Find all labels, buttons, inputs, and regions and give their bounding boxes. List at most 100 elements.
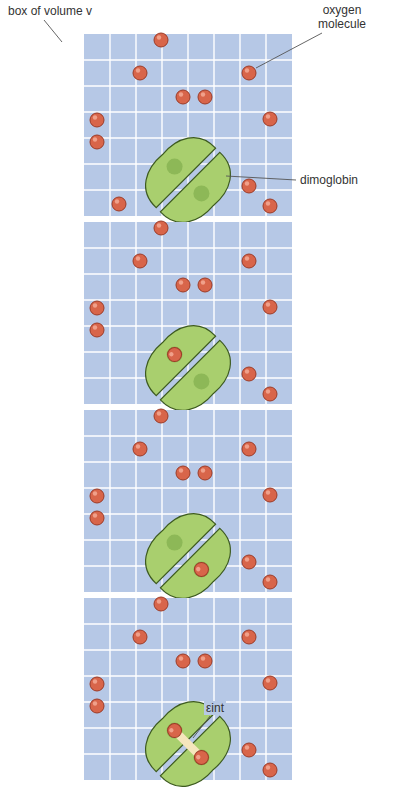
oxygen-molecule bbox=[90, 511, 104, 525]
oxygen-molecule bbox=[112, 197, 126, 211]
grid-line bbox=[135, 222, 136, 404]
grid-line bbox=[84, 435, 292, 436]
molecule-body bbox=[263, 300, 277, 314]
molecule-highlight bbox=[168, 727, 174, 733]
oxygen-molecule bbox=[263, 575, 277, 589]
box-panel bbox=[84, 33, 292, 235]
molecule-body bbox=[90, 323, 104, 337]
dimoglobin bbox=[133, 689, 244, 790]
molecule-body bbox=[242, 179, 256, 193]
dimoglobin bbox=[133, 501, 244, 612]
molecule-body bbox=[198, 466, 212, 480]
molecule-highlight bbox=[93, 513, 97, 517]
molecule-body bbox=[263, 199, 277, 213]
molecule-highlight bbox=[245, 369, 249, 373]
oxygen-molecule bbox=[242, 367, 256, 381]
molecule-highlight bbox=[136, 632, 140, 636]
part-label: oxygen molecule bbox=[302, 3, 382, 31]
oxygen-molecule bbox=[263, 300, 277, 314]
oxygen-molecule bbox=[263, 112, 277, 126]
molecule-highlight bbox=[195, 754, 201, 760]
binding-pocket bbox=[190, 370, 213, 393]
oxygen-molecule bbox=[90, 677, 104, 691]
molecule-highlight bbox=[245, 68, 249, 72]
molecule-body bbox=[198, 90, 212, 104]
molecule-highlight bbox=[245, 444, 249, 448]
box-panel bbox=[84, 409, 292, 611]
dimoglobin bbox=[133, 125, 244, 236]
grid-line bbox=[84, 273, 292, 274]
molecule-body bbox=[263, 676, 277, 690]
dimoglobin-half bbox=[160, 716, 243, 790]
molecule-highlight bbox=[195, 566, 201, 572]
grid-line bbox=[84, 487, 292, 488]
molecule-highlight bbox=[245, 557, 249, 561]
molecule-highlight bbox=[201, 468, 205, 472]
molecule-body bbox=[154, 33, 168, 47]
molecule-body bbox=[242, 442, 256, 456]
molecule-body bbox=[263, 488, 277, 502]
grid-line bbox=[239, 598, 240, 780]
oxygen-molecule bbox=[198, 654, 212, 668]
binding-pocket bbox=[190, 558, 213, 581]
oxygen-molecule bbox=[192, 560, 212, 580]
molecule-highlight bbox=[179, 92, 183, 96]
grid-line bbox=[84, 623, 292, 624]
dimoglobin-half bbox=[133, 313, 216, 396]
molecule-body bbox=[176, 90, 190, 104]
molecule-body bbox=[242, 254, 256, 268]
grid-line bbox=[84, 675, 292, 676]
molecule-body bbox=[263, 112, 277, 126]
oxygen-molecule bbox=[90, 135, 104, 149]
grid-line bbox=[84, 111, 292, 112]
molecule-body bbox=[133, 442, 147, 456]
grid-line bbox=[109, 598, 110, 780]
molecule-body bbox=[133, 66, 147, 80]
molecule-highlight bbox=[245, 632, 249, 636]
molecule-body bbox=[176, 654, 190, 668]
molecule-highlight bbox=[157, 599, 161, 603]
oxygen-molecule bbox=[263, 763, 277, 777]
molecule-highlight bbox=[93, 115, 97, 119]
grid-line bbox=[109, 410, 110, 592]
part-label: εint bbox=[204, 701, 226, 715]
oxygen-molecule bbox=[154, 33, 168, 47]
oxygen-molecule bbox=[263, 387, 277, 401]
binding-pocket bbox=[163, 343, 186, 366]
molecule-body bbox=[90, 511, 104, 525]
grid-line bbox=[135, 34, 136, 216]
oxygen-molecule bbox=[176, 90, 190, 104]
oxygen-molecule bbox=[154, 597, 168, 611]
oxygen-molecule bbox=[242, 442, 256, 456]
molecule-body bbox=[165, 721, 185, 741]
molecule-highlight bbox=[266, 114, 270, 118]
grid-line bbox=[135, 410, 136, 592]
oxygen-molecule bbox=[133, 630, 147, 644]
molecule-highlight bbox=[93, 137, 97, 141]
binding-pocket bbox=[163, 155, 186, 178]
molecule-highlight bbox=[266, 678, 270, 682]
molecule-highlight bbox=[93, 701, 97, 705]
oxygen-molecule bbox=[165, 345, 185, 365]
molecule-body bbox=[198, 278, 212, 292]
molecule-body bbox=[90, 301, 104, 315]
molecule-body bbox=[90, 677, 104, 691]
molecule-body bbox=[90, 113, 104, 127]
oxygen-molecule bbox=[263, 676, 277, 690]
molecule-highlight bbox=[136, 444, 140, 448]
dimoglobin bbox=[133, 313, 244, 424]
molecule-highlight bbox=[179, 468, 183, 472]
molecule-body bbox=[242, 66, 256, 80]
molecule-highlight bbox=[136, 256, 140, 260]
molecule-highlight bbox=[93, 491, 97, 495]
molecule-body bbox=[154, 409, 168, 423]
molecule-highlight bbox=[201, 92, 205, 96]
oxygen-molecule bbox=[198, 466, 212, 480]
grid-line bbox=[239, 222, 240, 404]
oxygen-molecule bbox=[133, 442, 147, 456]
grid-line bbox=[84, 461, 292, 462]
molecule-highlight bbox=[179, 656, 183, 660]
grid-line bbox=[109, 222, 110, 404]
leader-line bbox=[193, 716, 210, 738]
